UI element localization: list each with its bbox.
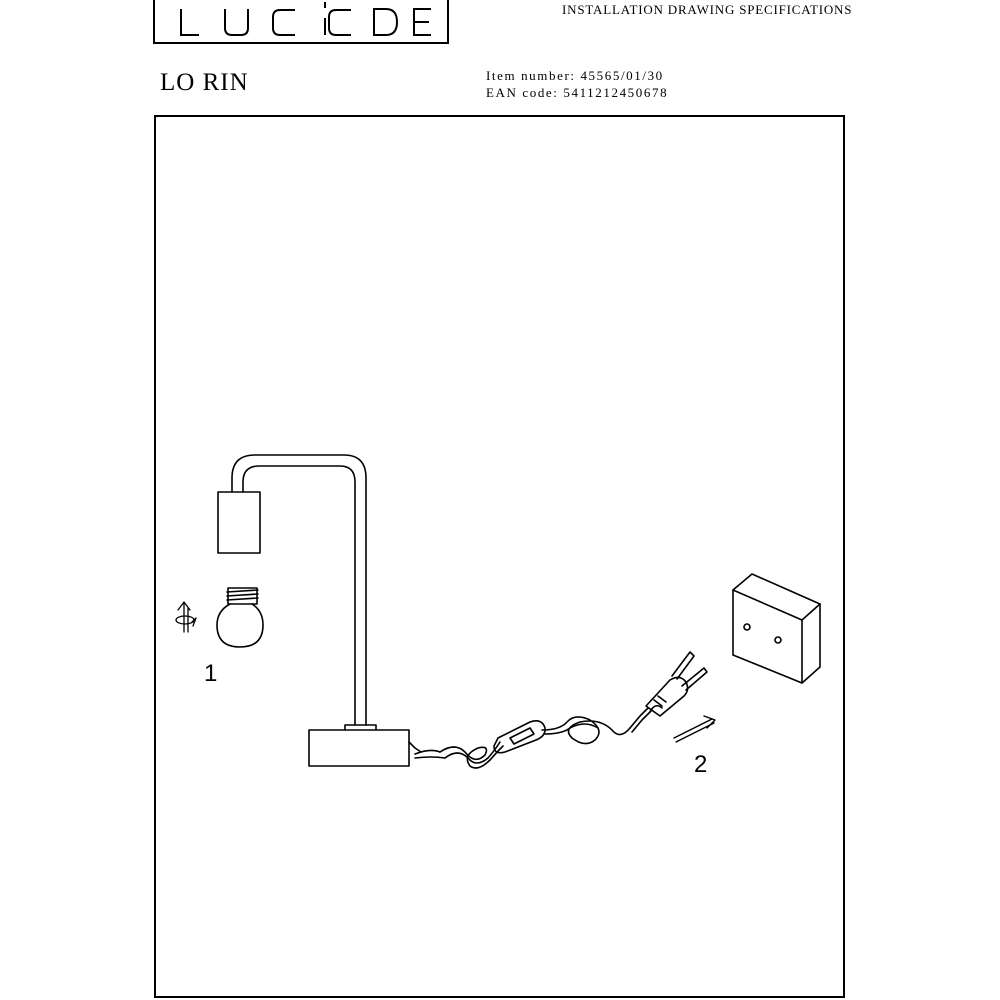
item-number: Item number: 45565/01/30: [486, 68, 664, 83]
wall-socket: [732, 573, 821, 684]
inline-switch: [493, 720, 546, 754]
power-cable: [414, 707, 653, 769]
arrow-icon: [673, 715, 716, 743]
document-title: INSTALLATION DRAWING SPECIFICATIONS: [562, 2, 853, 17]
step-label-2: 2: [694, 751, 708, 778]
brand-logo-wordmark: [180, 2, 431, 36]
brand-logo: [153, 0, 449, 44]
power-plug: [645, 651, 708, 717]
screw-in-rotate-icon: [175, 601, 197, 633]
ean-code: EAN code: 5411212450678: [486, 85, 669, 100]
product-name: LO RIN: [160, 69, 249, 96]
light-bulb: [216, 587, 264, 648]
product-meta: Item number: 45565/01/30 EAN code: 54112…: [486, 67, 668, 101]
lamp-base: [308, 724, 422, 767]
drawing-frame: [154, 115, 845, 998]
step-label-1: 1: [204, 660, 218, 687]
lamp-arm: [231, 454, 367, 726]
lamp-socket: [217, 491, 261, 554]
